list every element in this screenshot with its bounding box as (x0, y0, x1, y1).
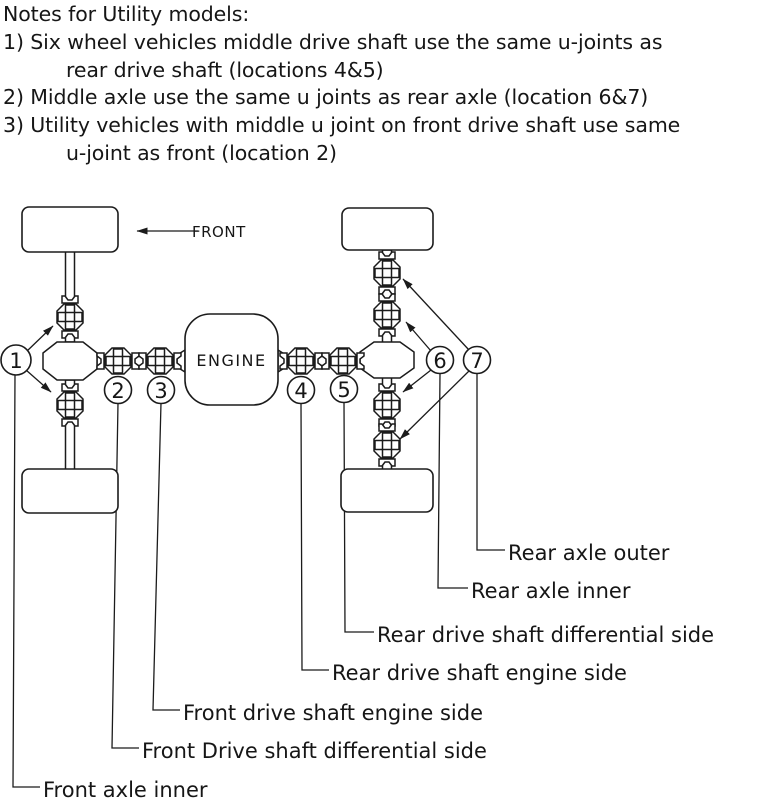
callout-label-4: Rear drive shaft engine side (332, 661, 627, 685)
callout-label-5: Rear drive shaft differential side (377, 623, 714, 647)
arrow-7-to-lower-outer-joint (400, 371, 469, 439)
rear-differential (360, 342, 414, 378)
callout-circle-3: 3 (148, 377, 175, 404)
arrow-6-to-upper-inner-joint (406, 322, 431, 351)
callout-circle-6: 6 (427, 347, 454, 374)
callout-label-6: Rear axle inner (471, 579, 631, 603)
note-line: rear drive shaft (locations 4&5) (66, 57, 384, 82)
notes-block: Notes for Utility models: 1) Six wheel v… (3, 1, 680, 168)
ujoint-front-driveshaft-diff-side (96, 347, 140, 375)
leader-line-3 (153, 403, 180, 710)
engine-box (185, 314, 278, 405)
svg-text:5: 5 (337, 378, 350, 402)
svg-text:2: 2 (111, 379, 124, 403)
callout-circle-5: 5 (331, 376, 358, 403)
callout-label-1: Front axle inner (43, 778, 208, 800)
ujoint-rear-axle-lower-inner (373, 383, 401, 427)
front-label: FRONT (192, 223, 246, 241)
svg-text:1: 1 (9, 349, 22, 373)
front-direction-indicator: FRONT (136, 223, 246, 241)
callout-circle-4: 4 (288, 377, 315, 404)
notes-title: Notes for Utility models: (3, 2, 250, 26)
ujoint-rear-axle-upper-outer (373, 251, 401, 295)
ujoint-rear-axle-lower-outer (373, 423, 401, 467)
callout-circle-2: 2 (105, 377, 132, 404)
engine: ENGINE (177, 314, 286, 405)
arrow-1-to-upper-joint (26, 326, 53, 352)
callout-circle-1: 1 (1, 345, 31, 375)
callout-leaders: Front axle inner Front Drive shaft diffe… (13, 374, 714, 800)
svg-text:6: 6 (433, 349, 446, 373)
note-line: 2) Middle axle use the same u joints as … (3, 85, 649, 110)
svg-text:7: 7 (470, 349, 483, 373)
ujoint-front-driveshaft-engine-side (138, 347, 182, 375)
svg-text:4: 4 (294, 379, 307, 403)
engine-label: ENGINE (196, 351, 266, 370)
callout-circles: 1 2 3 4 5 6 7 (1, 345, 491, 404)
ujoint-front-axle-upper (56, 295, 84, 339)
note-line: 3) Utility vehicles with middle u joint … (3, 113, 681, 138)
wheel-rear-right (341, 469, 433, 512)
ujoint-front-axle-lower (56, 383, 84, 427)
leader-line-6 (438, 374, 468, 588)
arrow-1-to-lower-joint (26, 370, 51, 392)
ujoint-rear-driveshaft-engine-side (279, 347, 323, 375)
wheel-rear-left (22, 469, 118, 513)
leader-line-1 (13, 374, 40, 787)
svg-text:3: 3 (154, 379, 167, 403)
callout-arrows (26, 279, 469, 439)
wheel-front-right (342, 208, 433, 250)
arrow-6-to-lower-inner-joint (403, 370, 431, 392)
leader-line-7 (477, 374, 505, 550)
ujoint-rear-driveshaft-diff-side (321, 347, 365, 375)
note-line: u-joint as front (location 2) (66, 140, 337, 165)
front-differential (43, 342, 97, 380)
ujoint-rear-axle-upper-inner (373, 293, 401, 337)
callout-label-2: Front Drive shaft differential side (142, 739, 487, 763)
note-line: 1) Six wheel vehicles middle drive shaft… (3, 29, 663, 54)
wheel-front-left (22, 207, 118, 252)
callout-label-7: Rear axle outer (508, 541, 670, 565)
leader-line-5 (344, 402, 374, 632)
arrow-7-to-upper-outer-joint (403, 279, 469, 350)
callout-circle-7: 7 (464, 347, 491, 374)
callout-label-3: Front drive shaft engine side (183, 701, 483, 725)
leader-line-2 (112, 403, 139, 748)
leader-line-4 (301, 403, 329, 670)
